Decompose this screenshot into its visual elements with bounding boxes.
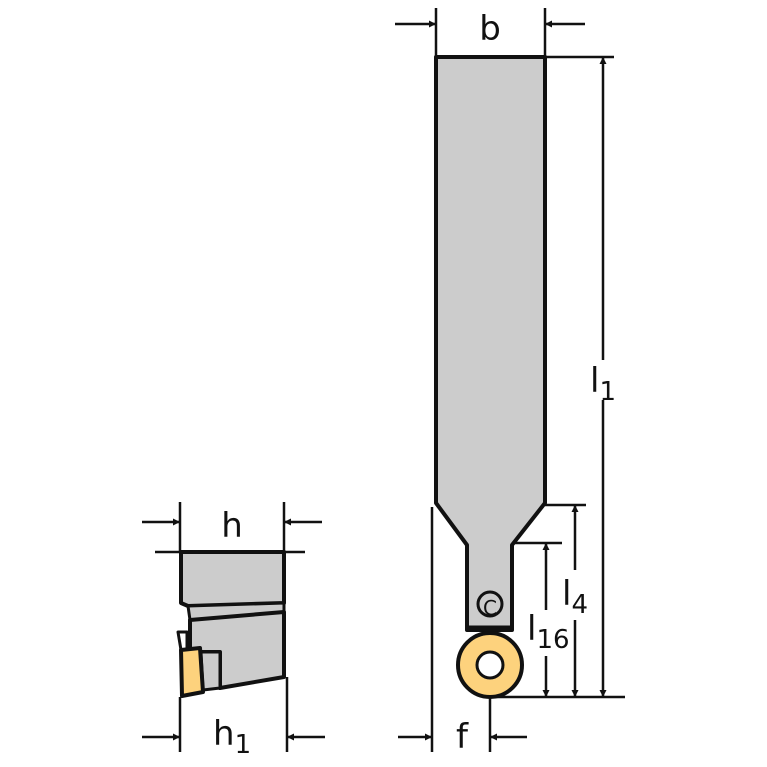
dim-f (398, 507, 527, 752)
label-f: f (456, 717, 469, 757)
tool-side-view (176, 550, 286, 698)
side-clamp (176, 630, 189, 652)
label-h1: h1 (213, 714, 251, 760)
shank (434, 55, 547, 632)
screw-icon (476, 590, 504, 618)
dim-b (395, 8, 585, 57)
side-insert (179, 646, 205, 698)
dim-lengths (495, 55, 625, 699)
dim-h1 (142, 677, 325, 752)
label-l1: l1 (590, 361, 616, 407)
insert-hole (475, 650, 505, 680)
tool-top-view (434, 55, 547, 699)
label-b: b (479, 9, 501, 49)
label-h: h (221, 506, 243, 546)
label-l4: l4 (562, 574, 588, 620)
side-top-block (179, 550, 286, 608)
screw-mark: C (483, 596, 497, 620)
dim-h (142, 502, 322, 552)
label-l16: l16 (527, 609, 570, 655)
